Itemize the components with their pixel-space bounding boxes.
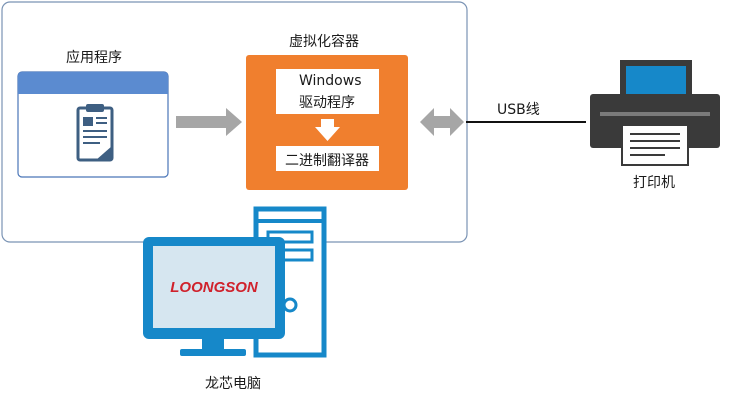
driver-label-line2: 驱动程序: [299, 95, 355, 111]
usb-cable-label: USB线: [497, 102, 540, 118]
bidirectional-arrow: [420, 108, 464, 136]
driver-label-line1: Windows: [299, 73, 362, 89]
translator-label: 二进制翻译器: [285, 153, 369, 169]
driver-box: [276, 69, 379, 114]
app-label: 应用程序: [66, 50, 122, 66]
container-label: 虚拟化容器: [289, 34, 359, 50]
app-to-container-arrow: [176, 108, 242, 136]
pc-label: 龙芯电脑: [205, 376, 261, 392]
printer-icon: [590, 60, 720, 166]
computer-monitor-icon: [143, 237, 285, 356]
driver-to-translator-arrow: [315, 119, 340, 141]
translator-box: [276, 146, 379, 171]
document-clipboard-icon: [76, 104, 114, 162]
printer-label: 打印机: [633, 175, 675, 191]
loongson-logo: LOONGSON: [170, 279, 259, 296]
